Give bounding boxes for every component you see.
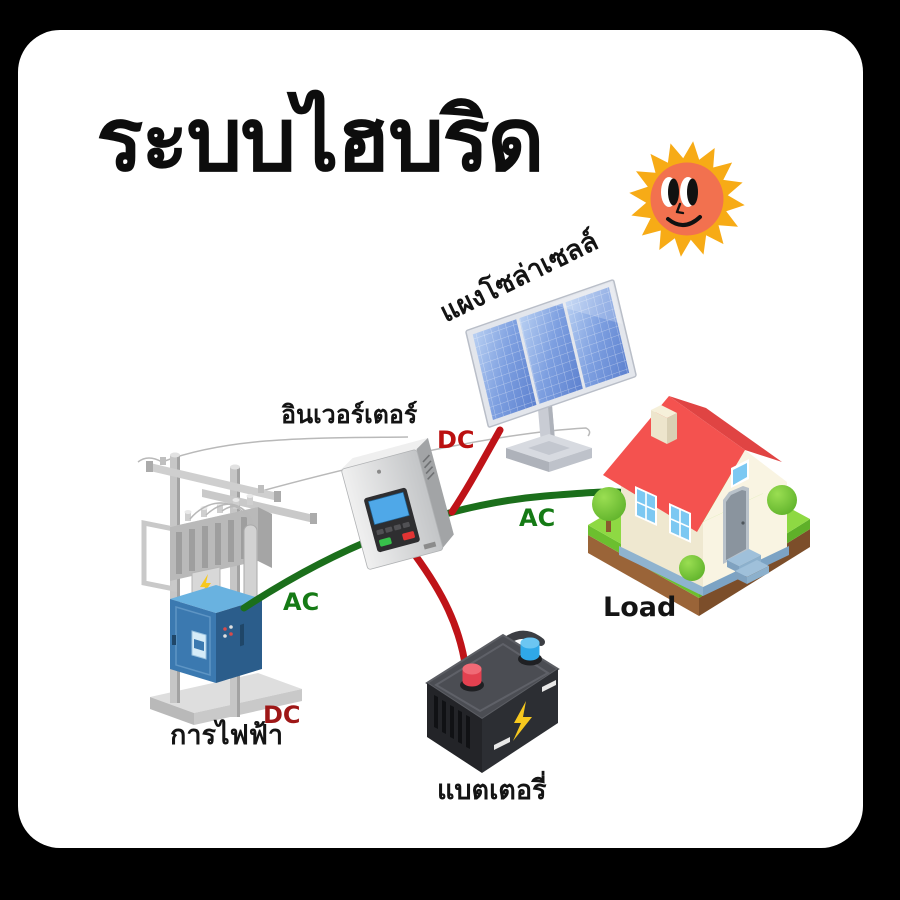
battery-icon [425,630,560,773]
sun-eyes [661,177,698,207]
inverter-icon [341,437,454,570]
battery-negative-terminal [518,637,542,666]
ac-label-grid: AC [283,588,320,616]
sun-icon [629,141,745,257]
house-door [723,486,749,564]
load-label: Load [603,592,677,623]
bush [679,555,705,581]
house-steps [727,549,769,584]
dc-label-solar: DC [437,426,475,454]
inverter-label: อินเวอร์เตอร์ [281,400,418,429]
grid-label: การไฟฟ้า [170,720,283,751]
solar-panel-icon [465,279,637,472]
dc-line-inverter-to-battery [411,551,470,674]
sun-nose [675,202,685,215]
ac-label-load: AC [519,504,556,532]
utility-pole-icon [141,452,317,725]
battery-label: แบตเตอรี่ [437,775,547,806]
bush [592,487,626,532]
battery-positive-terminal [460,663,484,692]
house-window [635,486,657,526]
chimney [651,405,677,444]
house-window [669,503,691,543]
bush [767,485,797,515]
dc-line-solar-to-inverter [448,426,504,516]
dc-label-grid: DC [263,701,301,729]
page-title: ระบบไฮบริด [96,88,544,191]
house-icon [588,396,810,616]
sun-smile [666,215,702,227]
electric-meter-box [170,585,262,683]
